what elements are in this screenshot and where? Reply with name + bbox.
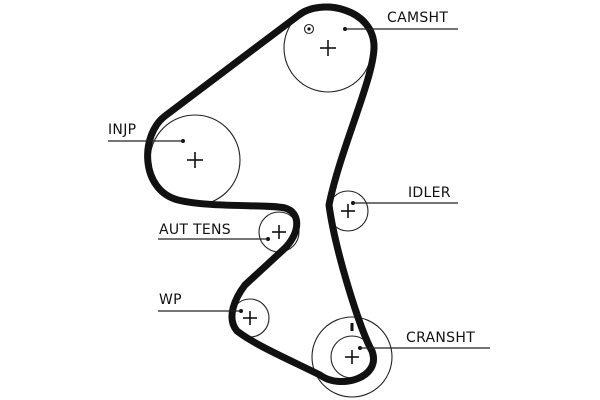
idler-label: IDLER xyxy=(408,185,451,201)
crankshaft-pulley xyxy=(311,316,393,398)
auto-tensioner-callout: AUT TENS xyxy=(158,222,270,241)
timing-belt xyxy=(144,3,378,386)
camshaft-callout: CAMSHT xyxy=(343,10,458,31)
water-pump-label: WP xyxy=(159,292,182,308)
water-pump-callout: WP xyxy=(158,292,243,313)
idler-callout: IDLER xyxy=(351,185,458,205)
crankshaft-callout: CRANSHT xyxy=(358,330,490,350)
timing-mark-icon xyxy=(303,23,315,35)
injection-pump-label: INJP xyxy=(108,122,136,138)
auto-tensioner-label: AUT TENS xyxy=(159,222,231,238)
crankshaft-label: CRANSHT xyxy=(406,330,475,346)
injection-pump-callout: INJP xyxy=(108,122,185,143)
camshaft-label: CAMSHT xyxy=(387,10,448,26)
